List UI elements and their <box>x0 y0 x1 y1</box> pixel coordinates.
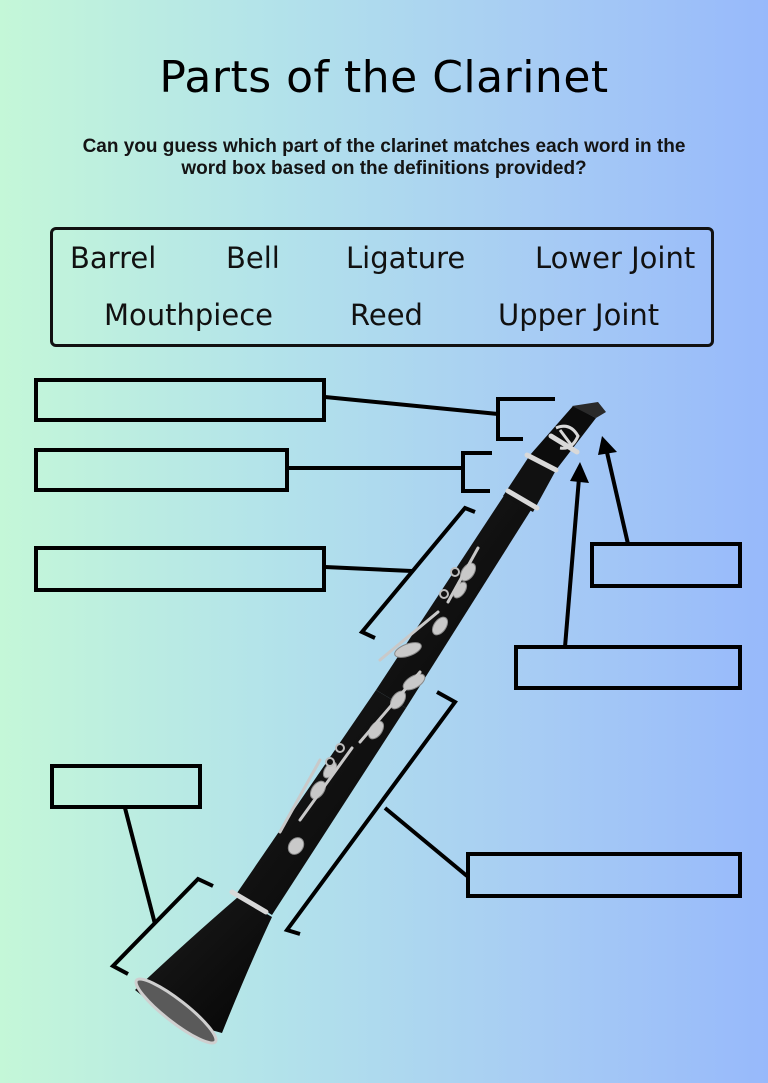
clarinet-reed <box>572 402 606 418</box>
arrow-head <box>598 436 617 455</box>
leader-line <box>383 806 469 878</box>
clarinet-rings <box>229 433 580 915</box>
bracket <box>109 876 214 976</box>
bracket <box>461 451 492 493</box>
clarinet-keys <box>287 562 477 855</box>
word-mouthpiece: Mouthpiece <box>104 298 273 332</box>
leader-line <box>324 565 413 573</box>
clarinet-key-rods <box>278 546 480 834</box>
arrow-heads <box>570 436 617 483</box>
word-bell: Bell <box>226 241 280 275</box>
word-upper-joint: Upper Joint <box>498 298 660 332</box>
bracket <box>358 505 476 640</box>
word-box <box>50 227 714 347</box>
instructions: Can you guess which part of the clarinet… <box>82 136 686 179</box>
clarinet-mouthpiece <box>530 406 596 470</box>
clarinet-bell <box>135 897 272 1033</box>
leader-line <box>324 395 499 416</box>
answer-box[interactable] <box>34 546 326 592</box>
bell-rim <box>134 977 218 1045</box>
clarinet-upper-joint <box>376 494 531 708</box>
answer-box[interactable] <box>34 378 326 422</box>
answer-box[interactable] <box>34 448 289 492</box>
bracket <box>283 690 458 936</box>
answer-box[interactable] <box>466 852 742 898</box>
arrow-head <box>570 462 589 483</box>
leader-line <box>123 807 157 925</box>
clarinet-ligature <box>555 424 580 450</box>
clarinet-lower-joint <box>237 690 406 915</box>
word-reed: Reed <box>350 298 423 332</box>
clarinet-tone-holes <box>325 567 460 767</box>
answer-box[interactable] <box>514 645 742 690</box>
answer-box[interactable] <box>590 542 742 588</box>
bracket <box>496 397 555 441</box>
word-lower-joint: Lower Joint <box>535 241 696 275</box>
clarinet-illustration <box>134 402 606 1045</box>
word-barrel: Barrel <box>70 241 157 275</box>
leader-lines <box>109 395 630 976</box>
arrow-line <box>604 447 630 545</box>
word-ligature: Ligature <box>346 241 466 275</box>
page-title: Parts of the Clarinet <box>159 52 609 103</box>
answer-box[interactable] <box>50 764 202 809</box>
arrow-line <box>563 477 581 648</box>
